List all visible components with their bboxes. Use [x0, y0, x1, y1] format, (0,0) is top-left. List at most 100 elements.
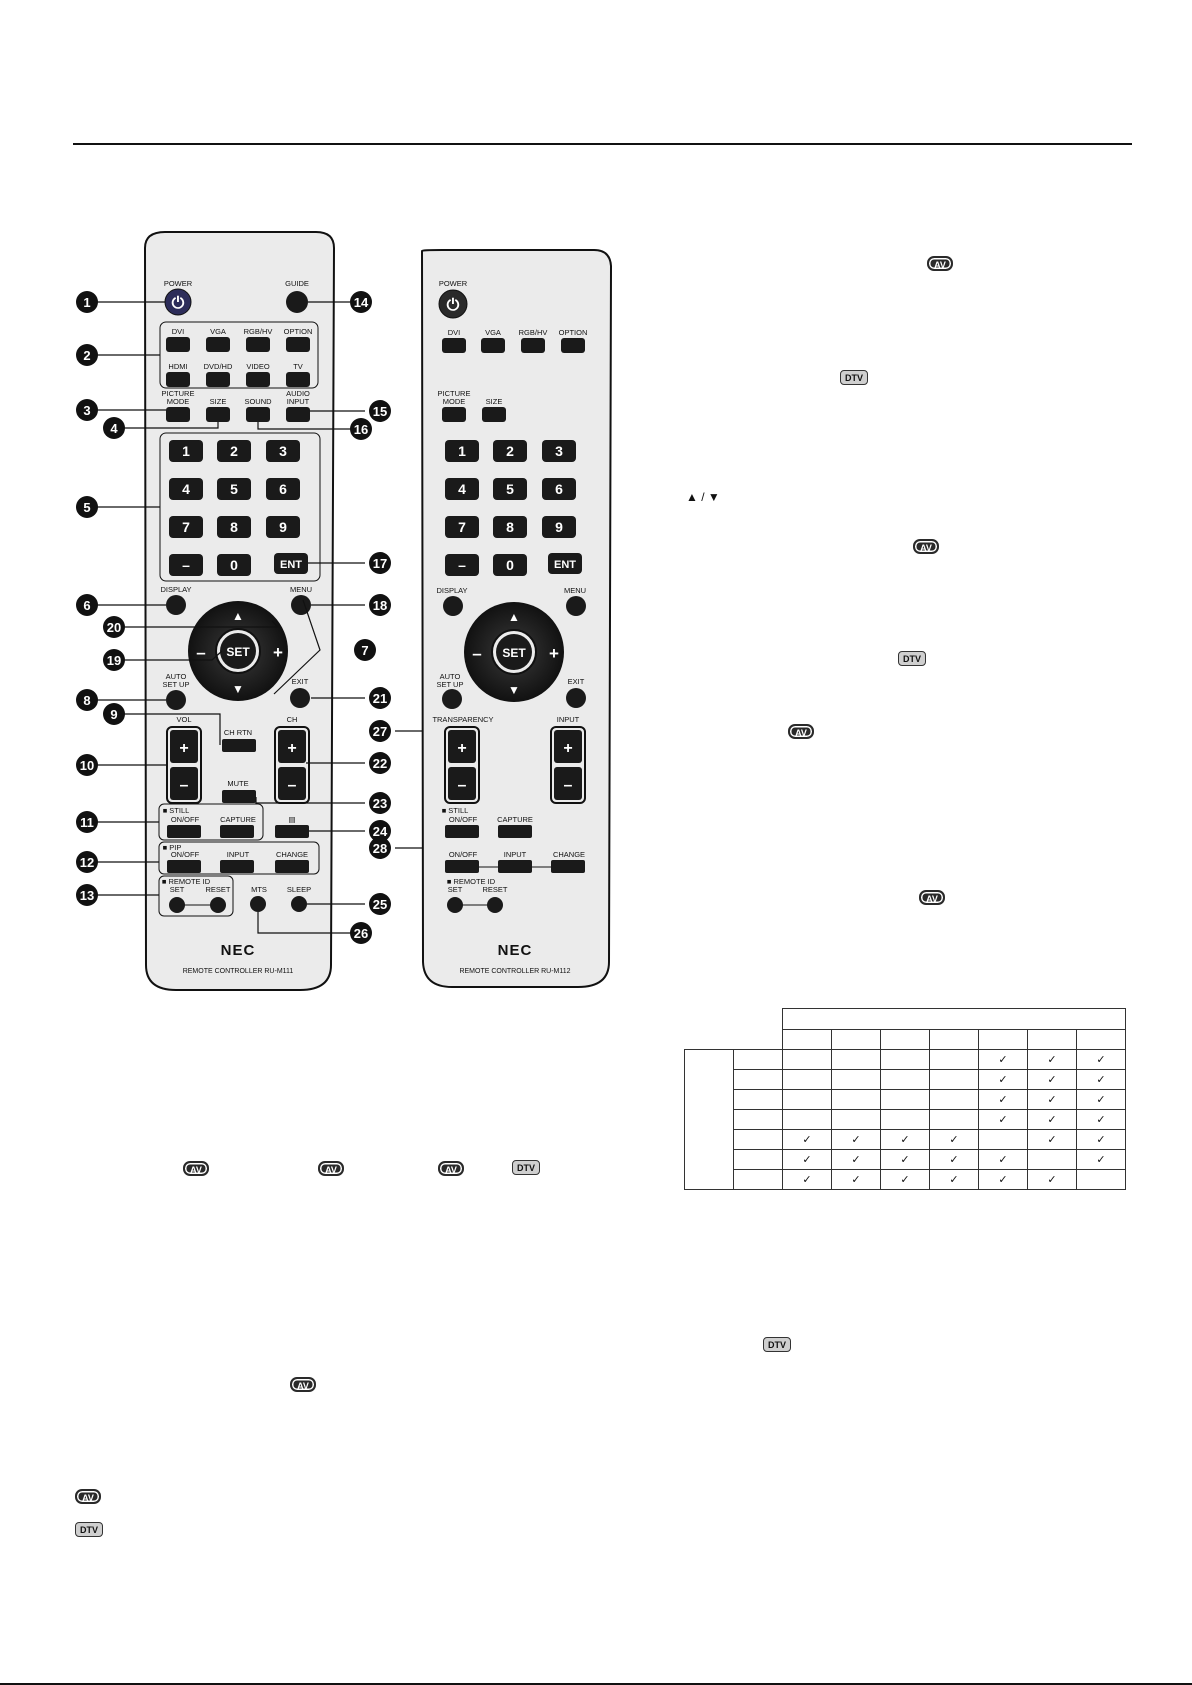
remote-id-reset-button[interactable]	[210, 897, 226, 913]
ent-button-b[interactable]	[548, 553, 582, 574]
pip-onoff-button[interactable]	[167, 860, 201, 873]
ent-button[interactable]	[274, 553, 308, 574]
auto-setup-button[interactable]	[166, 690, 186, 710]
keypad-key-button[interactable]	[493, 554, 527, 576]
capture-button[interactable]	[220, 825, 254, 838]
rgbhv-button-b[interactable]	[521, 338, 545, 353]
sound-button[interactable]	[246, 407, 270, 422]
hdmi-button[interactable]	[166, 372, 190, 387]
set-button[interactable]	[220, 633, 256, 669]
down-arrow-icon[interactable]: ▼	[232, 682, 244, 696]
up-arrow-icon-b[interactable]: ▲	[508, 610, 520, 624]
av-badge: AV	[919, 890, 945, 905]
exit-button-b[interactable]	[566, 688, 586, 708]
table-cell: ✓	[880, 1169, 930, 1190]
ch-rtn-button[interactable]	[222, 739, 256, 752]
av-badge: AV	[927, 256, 953, 271]
table-cell	[1027, 1149, 1077, 1170]
transparency-up-button[interactable]	[448, 730, 476, 763]
exit-button[interactable]	[290, 688, 310, 708]
nav-plus-button-b[interactable]: +	[549, 644, 559, 663]
up-arrow-icon[interactable]: ▲	[232, 609, 244, 623]
sleep-button[interactable]	[291, 896, 307, 912]
keypad-key-button[interactable]	[445, 440, 479, 462]
keypad-key-button[interactable]	[493, 516, 527, 538]
keypad-key-button[interactable]	[266, 440, 300, 462]
mute-button[interactable]	[222, 790, 256, 803]
audio-input-button[interactable]	[286, 407, 310, 422]
keypad-key-button[interactable]	[266, 516, 300, 538]
dvdhd-button[interactable]	[206, 372, 230, 387]
ch-up-button[interactable]	[278, 730, 306, 763]
input-down-button-b[interactable]	[554, 767, 582, 800]
transparency-down-button[interactable]	[448, 767, 476, 800]
keypad-key-button[interactable]	[542, 478, 576, 500]
still-onoff-button[interactable]	[167, 825, 201, 838]
keypad-key-button[interactable]	[493, 478, 527, 500]
keypad-key-button[interactable]	[169, 440, 203, 462]
nav-minus-button[interactable]: –	[196, 643, 205, 662]
option-button-b[interactable]	[561, 338, 585, 353]
size-button[interactable]	[206, 407, 230, 422]
keypad-key-button[interactable]	[445, 478, 479, 500]
table-cell: ✓	[880, 1149, 930, 1170]
display-button-b[interactable]	[443, 596, 463, 616]
pip-change-button-b[interactable]	[551, 860, 585, 873]
rgbhv-button[interactable]	[246, 337, 270, 352]
vga-button-b[interactable]	[481, 338, 505, 353]
still-onoff-button-b[interactable]	[445, 825, 479, 838]
menu-button-b[interactable]	[566, 596, 586, 616]
display-button[interactable]	[166, 595, 186, 615]
ch-down-button[interactable]	[278, 767, 306, 800]
keypad-key-button[interactable]	[217, 516, 251, 538]
pip-onoff-button-b[interactable]	[445, 860, 479, 873]
keypad-key-button[interactable]	[445, 516, 479, 538]
keypad-key-button[interactable]	[217, 478, 251, 500]
model-label: REMOTE CONTROLLER RU-M111	[183, 968, 294, 975]
dvi-button-b[interactable]	[442, 338, 466, 353]
guide-button[interactable]	[286, 291, 308, 313]
capture-button-b[interactable]	[498, 825, 532, 838]
set-button-b[interactable]	[496, 634, 532, 670]
keypad-key-button[interactable]	[217, 554, 251, 576]
vga-button[interactable]	[206, 337, 230, 352]
video-button[interactable]	[246, 372, 270, 387]
vol-down-button[interactable]	[170, 767, 198, 800]
size-button-b[interactable]	[482, 407, 506, 422]
keypad-key-button[interactable]	[169, 516, 203, 538]
dvi-button[interactable]	[166, 337, 190, 352]
keypad-key-button[interactable]	[445, 554, 479, 576]
mts-button[interactable]	[250, 896, 266, 912]
remote-id-set-button-b[interactable]	[447, 897, 463, 913]
table-cell: ✓	[1027, 1109, 1077, 1130]
keypad-key-button[interactable]	[542, 516, 576, 538]
pip-change-button[interactable]	[275, 860, 309, 873]
tv-button[interactable]	[286, 372, 310, 387]
pip-input-button-b[interactable]	[498, 860, 532, 873]
keypad-key-button[interactable]	[493, 440, 527, 462]
keypad-key-button[interactable]	[217, 440, 251, 462]
menu-button[interactable]	[291, 595, 311, 615]
row-header	[733, 1069, 783, 1090]
keypad-key-button[interactable]	[169, 478, 203, 500]
svg-text:SET UP: SET UP	[437, 680, 464, 689]
remote-id-set-button[interactable]	[169, 897, 185, 913]
keypad-key-button[interactable]	[169, 554, 203, 576]
keypad-key-button[interactable]	[542, 440, 576, 462]
remote-id-reset-button-b[interactable]	[487, 897, 503, 913]
nav-minus-button-b[interactable]: –	[472, 644, 481, 663]
power-button-b[interactable]	[438, 289, 468, 319]
option-button[interactable]	[286, 337, 310, 352]
vol-up-button[interactable]	[170, 730, 198, 763]
input-up-button-b[interactable]	[554, 730, 582, 763]
teletext-button[interactable]	[275, 825, 309, 838]
auto-setup-button-b[interactable]	[442, 689, 462, 709]
picture-mode-button-b[interactable]	[442, 407, 466, 422]
keypad-key-button[interactable]	[266, 478, 300, 500]
svg-text:HDMI: HDMI	[168, 362, 187, 371]
svg-text:■ REMOTE ID: ■ REMOTE ID	[447, 877, 496, 886]
down-arrow-icon-b[interactable]: ▼	[508, 683, 520, 697]
nav-plus-button[interactable]: +	[273, 643, 283, 662]
picture-mode-button[interactable]	[166, 407, 190, 422]
pip-input-button[interactable]	[220, 860, 254, 873]
